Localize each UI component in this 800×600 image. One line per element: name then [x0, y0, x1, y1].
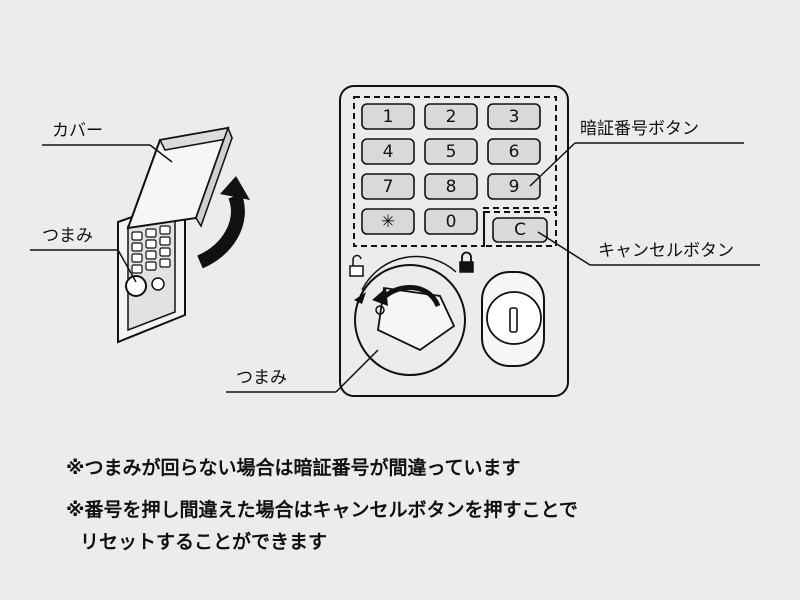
pin-key-label: 6: [509, 142, 520, 162]
knob-label-right: つまみ: [236, 368, 287, 388]
small-key: [131, 231, 143, 241]
pin-key-1[interactable]: [361, 103, 415, 130]
pin-key-8[interactable]: [424, 173, 478, 200]
small-key: [145, 228, 157, 238]
small-key: [131, 242, 143, 252]
pin-key-6[interactable]: [487, 138, 541, 165]
pin-key-4[interactable]: [361, 138, 415, 165]
pin-key-7[interactable]: [361, 173, 415, 200]
cancel-button-label: キャンセルボタン: [598, 241, 734, 261]
pin-key-3[interactable]: [487, 103, 541, 130]
pin-key-label: 8: [446, 177, 457, 197]
note-knob-wont-turn: ※つまみが回らない場合は暗証番号が間違っています: [66, 457, 521, 479]
small-key: [131, 264, 143, 274]
pin-key-label: 5: [446, 142, 457, 162]
locked-padlock-icon: [459, 251, 474, 273]
pin-key-2[interactable]: [424, 103, 478, 130]
cancel-leader-line-diag: [537, 231, 591, 266]
keypad-panel: 1 2 3 4 5 6 7 8 9 ✳ 0 C: [339, 85, 569, 397]
pin-key-label: 2: [446, 107, 457, 127]
pin-key-label: ✳: [381, 212, 395, 232]
small-key: [159, 258, 171, 268]
small-key: [159, 236, 171, 246]
cancel-button-group-outline: [483, 211, 557, 247]
small-cylinder: [151, 277, 165, 291]
pin-key-label: 0: [446, 212, 457, 232]
pin-key-label: 9: [509, 177, 520, 197]
small-key: [145, 239, 157, 249]
small-key: [159, 225, 171, 235]
small-key: [145, 250, 157, 260]
small-key: [131, 253, 143, 263]
pin-buttons-label: 暗証番号ボタン: [580, 119, 699, 139]
note-mistyped-number: ※番号を押し間違えた場合はキャンセルボタンを押すことで: [66, 499, 578, 521]
lock-illustration-small: [117, 125, 234, 344]
pin-button-group-outline: [353, 96, 557, 247]
pin-leader-line-diag: [529, 142, 576, 187]
cancel-key-label: C: [514, 220, 526, 240]
cover-label: カバー: [52, 121, 103, 141]
knob-label-left: つまみ: [42, 226, 93, 246]
pin-key-asterisk[interactable]: [361, 208, 415, 235]
small-key: [159, 247, 171, 257]
pin-key-5[interactable]: [424, 138, 478, 165]
small-knob: [125, 275, 147, 297]
cylinder-lock: [481, 271, 545, 367]
pin-key-label: 4: [383, 142, 394, 162]
pin-key-label: 1: [383, 107, 394, 127]
pin-key-0[interactable]: [424, 208, 478, 235]
pin-key-label: 7: [383, 177, 394, 197]
note-reset: リセットすることができます: [80, 531, 328, 553]
cover-leader-line-diag: [149, 144, 173, 163]
knob-leader-line-left-diag: [117, 249, 137, 283]
pin-key-9[interactable]: [487, 173, 541, 200]
cancel-key[interactable]: [492, 217, 548, 243]
curved-arrow-icon: [196, 176, 250, 269]
small-key: [145, 261, 157, 271]
knob-leader-line-right-diag: [335, 349, 379, 393]
pin-key-label: 3: [509, 107, 520, 127]
small-keypad: [131, 225, 171, 274]
unlocked-padlock-icon: [349, 254, 364, 277]
pin-keypad: 1 2 3 4 5 6 7 8 9 ✳ 0: [361, 103, 541, 235]
